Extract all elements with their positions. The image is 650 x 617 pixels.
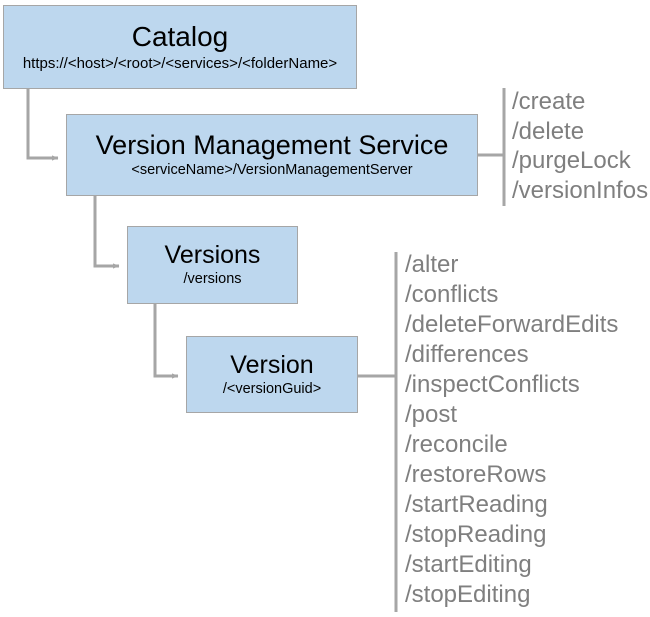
node-catalog[interactable]: Catalog https://<host>/<root>/<services>… <box>3 5 357 89</box>
operation-item[interactable]: /reconcile <box>405 431 508 458</box>
operation-list-version-management-service: /create /delete /purgeLock /versionInfos <box>512 87 648 205</box>
node-version-management-service-title: Version Management Service <box>95 129 449 160</box>
operation-item[interactable]: /deleteForwardEdits <box>405 311 619 338</box>
operation-list-version: /alter /conflicts /deleteForwardEdits /d… <box>405 250 618 610</box>
operation-item[interactable]: /restoreRows <box>405 461 547 488</box>
operation-item[interactable]: /purgeLock <box>512 147 631 174</box>
operation-item[interactable]: /stopEditing <box>405 581 531 608</box>
operation-item[interactable]: /startReading <box>405 491 548 518</box>
connector-vms-to-versions <box>93 196 120 269</box>
operation-item[interactable]: /versionInfos <box>512 176 649 204</box>
operation-item[interactable]: /delete <box>512 117 585 145</box>
node-version-management-service-subtitle: <serviceName>/VersionManagementServer <box>131 162 413 179</box>
connector-vms-to-operations <box>478 88 506 206</box>
operation-item[interactable]: /conflicts <box>405 281 499 308</box>
operation-item[interactable]: /create <box>512 88 586 115</box>
node-version[interactable]: Version /<versionGuid> <box>186 336 358 413</box>
connector-version-to-operations <box>358 252 398 612</box>
operation-item[interactable]: /differences <box>405 341 529 368</box>
operation-item[interactable]: /post <box>405 401 458 428</box>
node-versions-title: Versions <box>164 241 261 270</box>
node-catalog-subtitle: https://<host>/<root>/<services>/<folder… <box>22 55 338 73</box>
node-catalog-title: Catalog <box>131 20 229 52</box>
node-versions-subtitle: /versions <box>183 271 242 288</box>
connector-versions-to-version <box>153 304 179 379</box>
operation-item[interactable]: /alter <box>405 251 459 278</box>
connector-catalog-to-vms <box>26 89 59 161</box>
operation-item[interactable]: /startEditing <box>405 551 532 578</box>
node-version-title: Version <box>230 350 314 379</box>
node-versions[interactable]: Versions /versions <box>127 226 298 304</box>
operation-item[interactable]: /stopReading <box>405 521 547 548</box>
node-version-subtitle: /<versionGuid> <box>222 380 322 397</box>
node-version-management-service[interactable]: Version Management Service <serviceName>… <box>66 114 478 196</box>
operation-item[interactable]: /inspectConflicts <box>405 371 580 398</box>
